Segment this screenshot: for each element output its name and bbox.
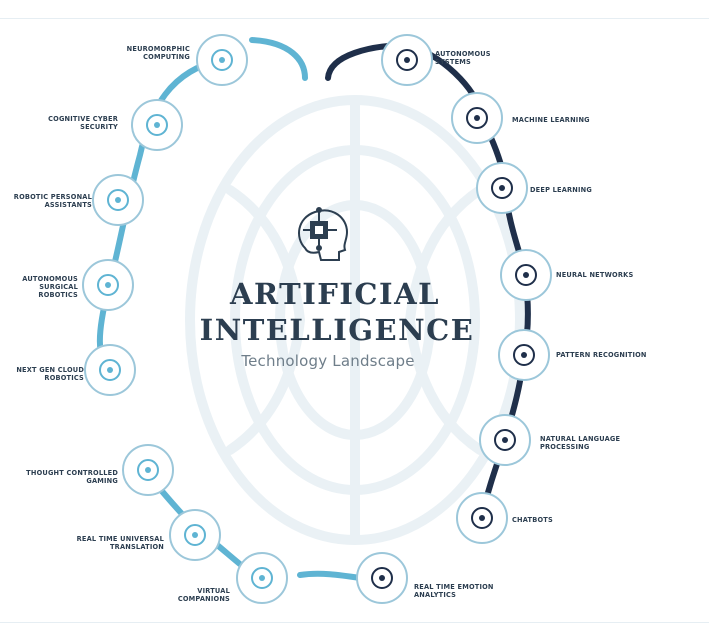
bottom-divider xyxy=(0,622,709,623)
label-left-3: AUTONOMOUS SURGICAL ROBOTICS xyxy=(22,275,78,299)
title-line-2: INTELLIGENCE xyxy=(199,313,475,347)
label-right-6: CHATBOTS xyxy=(512,516,553,524)
label-right-1: MACHINE LEARNING xyxy=(512,116,590,124)
hand-heart-icon xyxy=(236,552,288,604)
title-line-1: ARTIFICIAL xyxy=(230,277,440,311)
label-right-7: REAL TIME EMOTION ANALYTICS xyxy=(414,583,494,599)
chatbot-icon xyxy=(456,492,508,544)
drone-icon xyxy=(381,34,433,86)
label-left-4: NEXT GEN CLOUD ROBOTICS xyxy=(16,366,84,382)
top-divider xyxy=(0,18,709,19)
ai-head-icon xyxy=(298,207,349,261)
label-bottom-0: THOUGHT CONTROLLED GAMING xyxy=(26,469,118,485)
network-diamond-icon xyxy=(476,162,528,214)
fingerprint-icon xyxy=(498,329,550,381)
emotion-face-icon xyxy=(356,552,408,604)
label-left-2: ROBOTIC PERSONAL ASSISTANTS xyxy=(13,193,92,209)
label-bottom-2: VIRTUAL COMPANIONS xyxy=(177,587,230,603)
label-left-1: COGNITIVE CYBER SECURITY xyxy=(48,115,118,131)
title-block: ARTIFICIAL INTELLIGENCE Technology Lands… xyxy=(170,276,500,370)
game-controller-icon xyxy=(122,444,174,496)
translation-icon xyxy=(169,509,221,561)
brain-icon xyxy=(500,249,552,301)
speaking-head-icon xyxy=(479,414,531,466)
lock-icon xyxy=(131,99,183,151)
background-brain-illustration xyxy=(185,95,525,545)
surgeon-icon xyxy=(82,259,134,311)
lightbulb-icon xyxy=(451,92,503,144)
nodes-layer xyxy=(82,34,552,604)
subtitle: Technology Landscape xyxy=(241,352,415,370)
label-right-2: DEEP LEARNING xyxy=(530,186,592,194)
brain-circuit-icon xyxy=(196,34,248,86)
label-left-0: NEUROMORPHIC COMPUTING xyxy=(126,45,190,61)
label-right-3: NEURAL NETWORKS xyxy=(556,271,634,279)
label-right-0: AUTONOMOUS SYSTEMS xyxy=(435,50,491,66)
label-right-5: NATURAL LANGUAGE PROCESSING xyxy=(540,435,621,451)
label-right-4: PATTERN RECOGNITION xyxy=(556,351,647,359)
robot-face-icon xyxy=(92,174,144,226)
label-bottom-1: REAL TIME UNIVERSAL TRANSLATION xyxy=(76,535,164,551)
cloud-robot-icon xyxy=(84,344,136,396)
